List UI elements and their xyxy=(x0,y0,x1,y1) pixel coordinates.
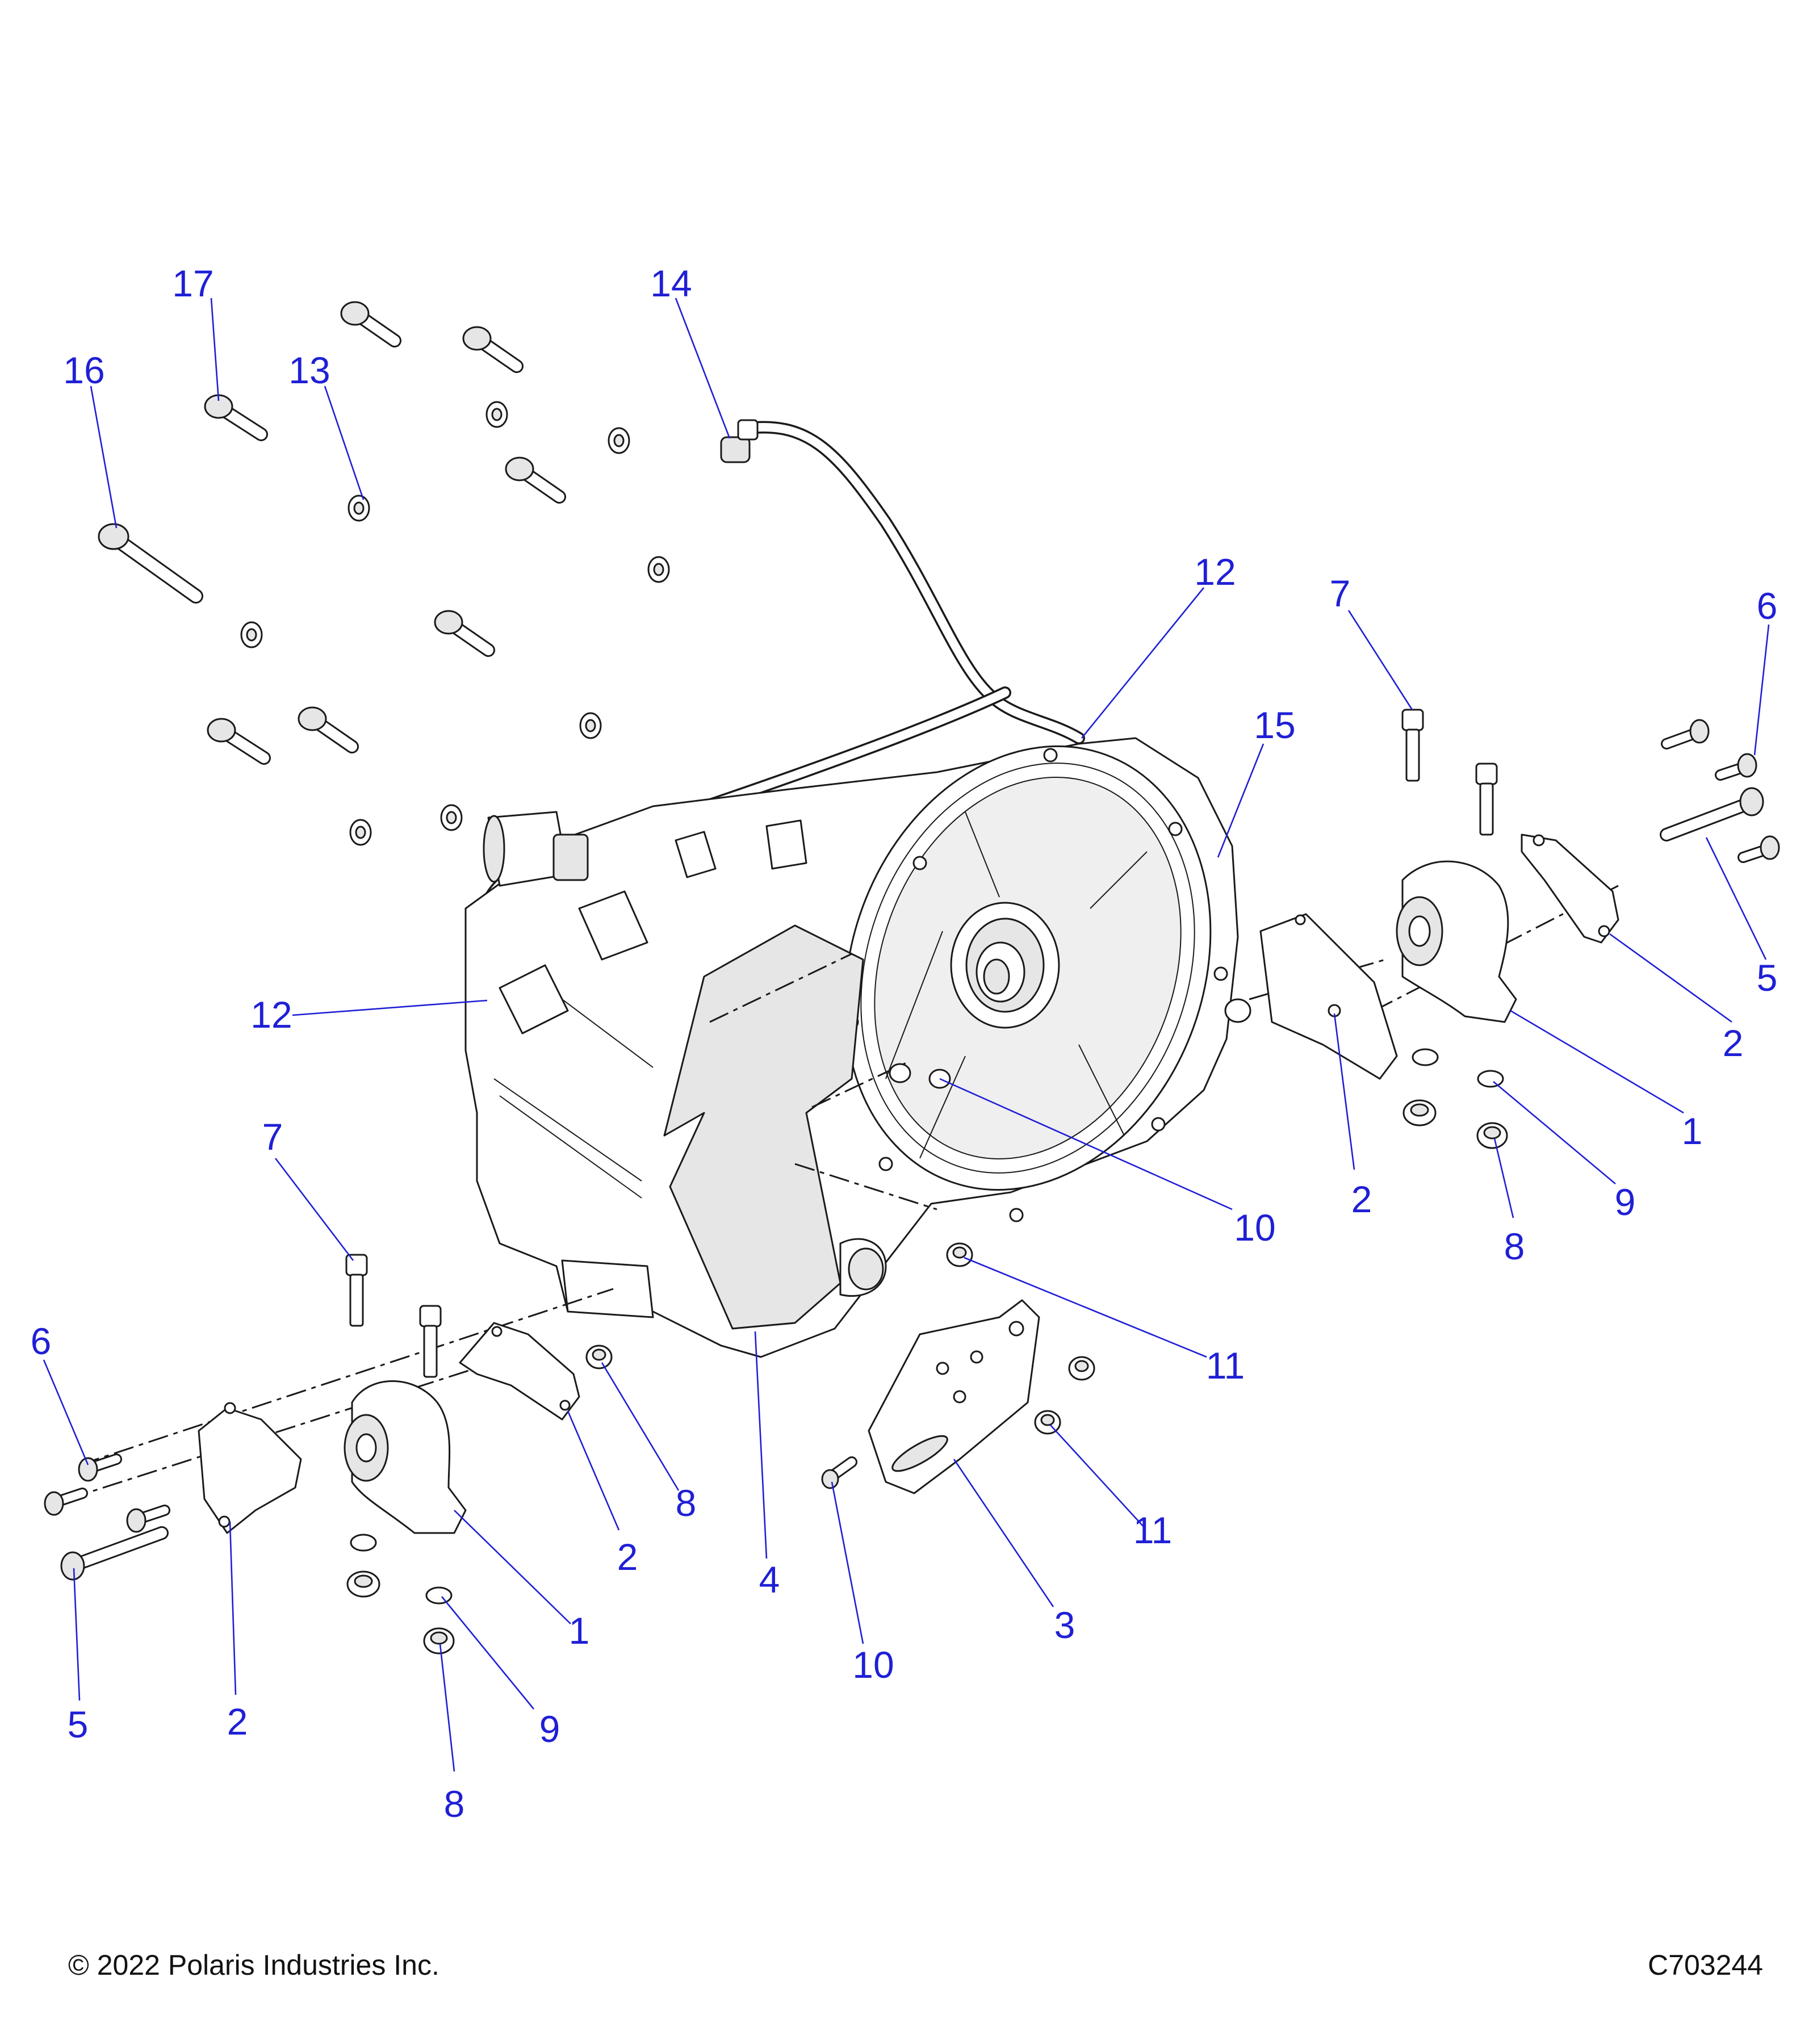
washer xyxy=(240,621,263,648)
washer-group-13 xyxy=(240,401,670,846)
callout-5-right: 5 xyxy=(1757,957,1778,999)
left-bracket-2d xyxy=(459,1322,580,1421)
callout-6-right: 6 xyxy=(1757,585,1778,627)
callout-10-lower: 10 xyxy=(852,1644,894,1686)
callout-13: 13 xyxy=(288,349,330,391)
bolt-6-c xyxy=(1738,835,1780,863)
flange-bolt-11-c xyxy=(946,1242,973,1267)
right-mount-bracket-2a xyxy=(1259,913,1398,1080)
bolt-6-left-a xyxy=(78,1454,122,1482)
bolt-b xyxy=(462,326,524,373)
callout-4: 4 xyxy=(759,1559,780,1601)
bolt-7-upper xyxy=(1401,709,1424,782)
callout-6-left: 6 xyxy=(31,1320,52,1362)
flange-nut-10-right xyxy=(1224,998,1251,1023)
callout-11-lower: 11 xyxy=(1133,1509,1173,1551)
bolt-6-left-b xyxy=(44,1488,88,1516)
callout-5-left: 5 xyxy=(68,1703,89,1745)
nut-8-right-b xyxy=(1476,1122,1508,1149)
callout-1-left: 1 xyxy=(569,1610,590,1652)
bolt-a xyxy=(340,301,401,347)
washer xyxy=(348,495,370,522)
bolt-7-upper-b xyxy=(1475,763,1498,836)
left-mount-assembly xyxy=(44,1254,614,1655)
bolt-c xyxy=(505,456,566,504)
copyright-text: © 2022 Polaris Industries Inc. xyxy=(68,1949,439,1981)
callout-2-right-inner: 2 xyxy=(1351,1178,1372,1220)
washer xyxy=(608,427,630,454)
washer xyxy=(440,804,463,831)
callout-11-upper: 11 xyxy=(1206,1344,1245,1387)
flange-nut-10-upper xyxy=(889,1063,951,1089)
callout-14: 14 xyxy=(650,262,692,304)
right-bracket-2b xyxy=(1521,833,1619,944)
bolt-f xyxy=(298,706,359,753)
long-bolt-5-left xyxy=(60,1526,169,1581)
output-shaft xyxy=(950,902,1060,1029)
transmission-assembly xyxy=(464,737,1239,1358)
callout-8-right: 8 xyxy=(1504,1225,1525,1267)
callout-3: 3 xyxy=(1054,1604,1075,1646)
bolt-group-upper-left xyxy=(98,301,566,765)
left-isolator-1 xyxy=(344,1380,467,1534)
star-washer-9-right-b xyxy=(1477,1070,1504,1088)
callout-16: 16 xyxy=(63,349,104,391)
nut-8-left-b xyxy=(423,1627,455,1655)
star-washer-9-left-a xyxy=(350,1534,377,1552)
flange-bolt-11-a xyxy=(1068,1356,1095,1381)
long-bolt-5-right xyxy=(1660,787,1764,841)
bolt-17 xyxy=(204,394,268,441)
washer xyxy=(485,401,508,428)
callout-17: 17 xyxy=(172,262,213,304)
bolt-e xyxy=(207,718,271,765)
callout-9-right: 9 xyxy=(1615,1181,1636,1223)
callout-2-left-outer: 2 xyxy=(227,1700,248,1743)
breather-fitting xyxy=(720,419,759,463)
callout-15: 15 xyxy=(1254,704,1295,746)
right-isolator-1 xyxy=(1396,860,1517,1023)
input-shaft xyxy=(483,811,589,887)
callout-12-upper: 12 xyxy=(1194,551,1236,593)
lower-bracket-3 xyxy=(868,1299,1040,1494)
nut-8-right-a xyxy=(1402,1099,1437,1126)
figure-id: C703244 xyxy=(1648,1949,1763,1981)
long-bolt-16 xyxy=(98,523,203,604)
washer xyxy=(647,556,670,583)
nut-8-left-a xyxy=(346,1570,380,1598)
bolt-10-lower xyxy=(821,1456,857,1489)
bolt-6-b xyxy=(1715,753,1757,781)
callout-7-right: 7 xyxy=(1330,572,1351,614)
bolt-7-left-a xyxy=(345,1254,368,1327)
callout-12-left: 12 xyxy=(250,994,292,1036)
washer xyxy=(579,712,602,739)
callout-1-right: 1 xyxy=(1682,1110,1703,1152)
flange-bolt-11-b xyxy=(1034,1410,1061,1435)
callout-2-right-outer: 2 xyxy=(1723,1022,1744,1064)
left-bracket-2c xyxy=(198,1402,302,1534)
bolt-d xyxy=(434,610,495,657)
right-mount-assembly xyxy=(1224,709,1780,1149)
washer xyxy=(349,819,372,846)
bolt-7-left-b xyxy=(419,1305,442,1378)
star-washer-9-right-a xyxy=(1412,1048,1439,1066)
callout-9-left: 9 xyxy=(539,1708,560,1750)
callout-2-left-inner: 2 xyxy=(617,1536,638,1578)
bolt-6-a xyxy=(1661,719,1710,749)
callout-8-left: 8 xyxy=(444,1783,465,1825)
callout-labels: 17 16 13 14 12 12 7 6 15 5 2 1 2 10 9 8 … xyxy=(31,262,1778,1825)
leader-lines xyxy=(43,298,1770,1772)
bolt-6-left-c xyxy=(126,1505,170,1533)
callout-10-upper: 10 xyxy=(1234,1207,1275,1249)
nut-8-left-c xyxy=(585,1344,613,1369)
callout-7-left: 7 xyxy=(262,1116,283,1158)
callout-8-center: 8 xyxy=(676,1482,697,1524)
star-washer-9-left-b xyxy=(425,1586,453,1605)
